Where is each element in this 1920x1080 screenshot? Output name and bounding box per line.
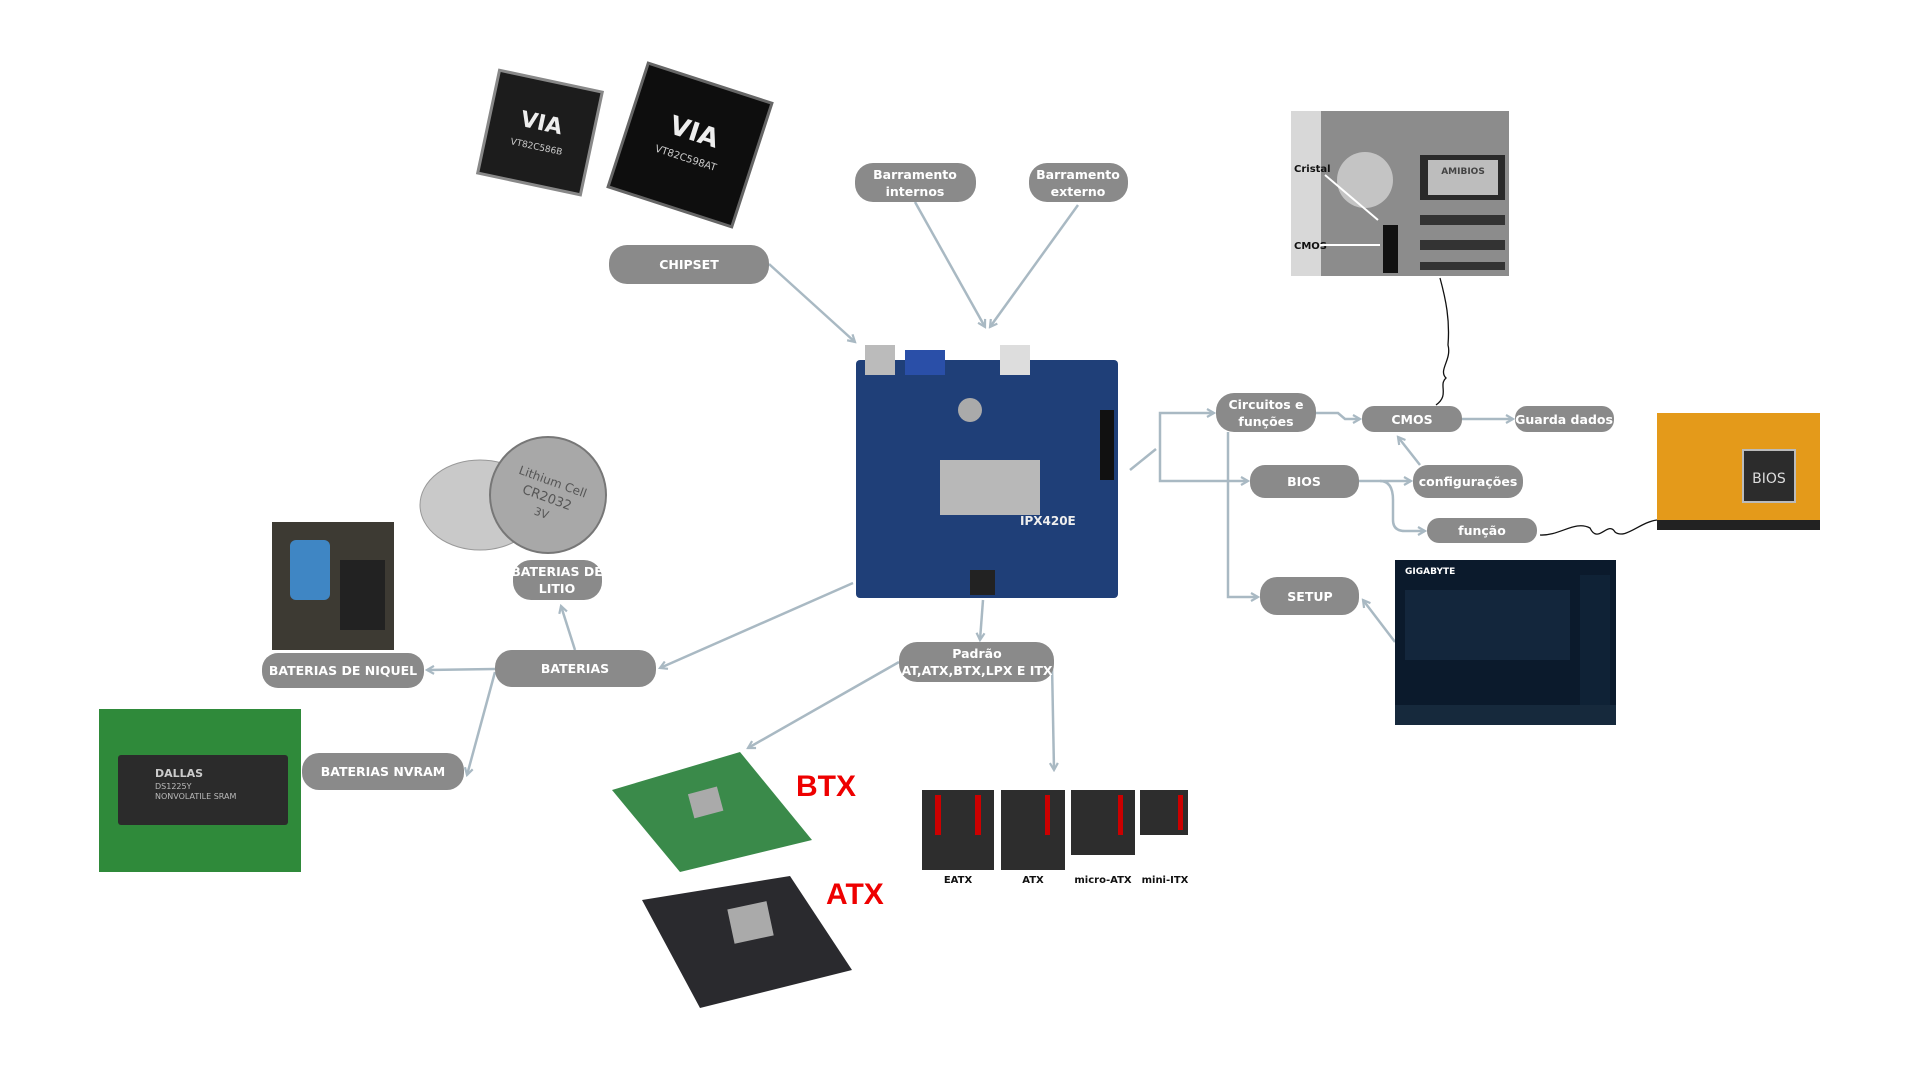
node-label: externo <box>1051 184 1106 199</box>
node-funcao[interactable]: função <box>1427 518 1537 543</box>
dallas-nvram-image: DALLAS DS1225Y NONVOLATILE SRAM <box>99 709 301 872</box>
micro-atx-label: micro-ATX <box>1074 875 1132 886</box>
node-label: BATERIAS DE <box>511 564 603 579</box>
node-setup[interactable]: SETUP <box>1260 577 1359 615</box>
mini-itx-label: mini-ITX <box>1142 875 1189 886</box>
node-label: Barramento <box>873 167 957 182</box>
form-factors-image: EATX ATX micro-ATX mini-ITX <box>922 790 1189 886</box>
dallas-text: NONVOLATILE SRAM <box>155 792 236 801</box>
node-label: CMOS <box>1391 412 1432 427</box>
chipset-chips-image: VIA VT82C586B VIA VT82C598AT <box>475 61 774 229</box>
lithium-coin-cell-image: Lithium Cell CR2032 3V <box>419 436 607 554</box>
node-label: internos <box>886 184 945 199</box>
eatx-label: EATX <box>944 875 973 886</box>
node-barramento-externo[interactable]: Barramento externo <box>1029 163 1128 202</box>
bios-chip-photo: BIOS <box>1657 413 1820 530</box>
node-baterias[interactable]: BATERIAS <box>495 650 656 687</box>
motherboard-image: IPX420E <box>856 345 1118 598</box>
nickel-battery-image <box>272 522 394 650</box>
node-label: Padrão <box>952 646 1002 661</box>
gigabyte-bios-screenshot: GIGABYTE <box>1395 560 1616 725</box>
coin-cell-text: 3V <box>532 505 551 522</box>
atx-label: ATX <box>826 878 884 911</box>
amibios-text: AMIBIOS <box>1441 167 1485 177</box>
node-baterias-niquel[interactable]: BATERIAS DE NIQUEL <box>262 653 424 688</box>
node-guarda-dados[interactable]: Guarda dados <box>1515 406 1614 432</box>
node-label: Barramento <box>1036 167 1120 182</box>
gigabyte-logo: GIGABYTE <box>1405 567 1455 577</box>
node-baterias-nvram[interactable]: BATERIAS NVRAM <box>302 753 464 790</box>
node-label: função <box>1458 523 1506 538</box>
node-label: Guarda dados <box>1515 412 1613 427</box>
node-label: BIOS <box>1287 474 1321 489</box>
node-circuitos-funcoes[interactable]: Circuitos e funções <box>1216 393 1316 432</box>
node-barramento-internos[interactable]: Barramento internos <box>855 163 976 202</box>
node-chipset[interactable]: CHIPSET <box>609 245 769 284</box>
motherboard-model: IPX420E <box>1020 514 1076 528</box>
node-label: SETUP <box>1287 589 1332 604</box>
node-configuracoes[interactable]: configurações <box>1413 465 1523 498</box>
node-label: BATERIAS NVRAM <box>321 764 445 779</box>
node-label: BATERIAS DE NIQUEL <box>269 663 417 678</box>
cristal-label: Cristal <box>1294 164 1331 175</box>
dallas-text: DALLAS <box>155 767 203 780</box>
node-bios[interactable]: BIOS <box>1250 465 1359 498</box>
node-label: BATERIAS <box>541 661 609 676</box>
atx-form-label: ATX <box>1022 875 1044 886</box>
node-cmos[interactable]: CMOS <box>1362 406 1462 432</box>
dallas-text: DS1225Y <box>155 782 192 791</box>
node-baterias-litio[interactable]: BATERIAS DE LITIO <box>511 560 603 600</box>
bios-chip-text: BIOS <box>1752 471 1786 487</box>
node-label: Circuitos e <box>1228 397 1303 412</box>
node-label: CHIPSET <box>659 257 719 272</box>
atx-board-image: ATX <box>642 876 884 1008</box>
connectors <box>427 201 1658 775</box>
btx-board-image: BTX <box>612 752 856 872</box>
node-label: LITIO <box>539 581 575 596</box>
cmos-photo: AMIBIOS Cristal CMOS <box>1291 111 1509 276</box>
node-label: funções <box>1238 414 1293 429</box>
node-label: AT,ATX,BTX,LPX E ITX <box>901 663 1052 678</box>
btx-label: BTX <box>796 770 856 803</box>
node-label: configurações <box>1419 474 1518 489</box>
cmos-label: CMOS <box>1294 241 1327 252</box>
